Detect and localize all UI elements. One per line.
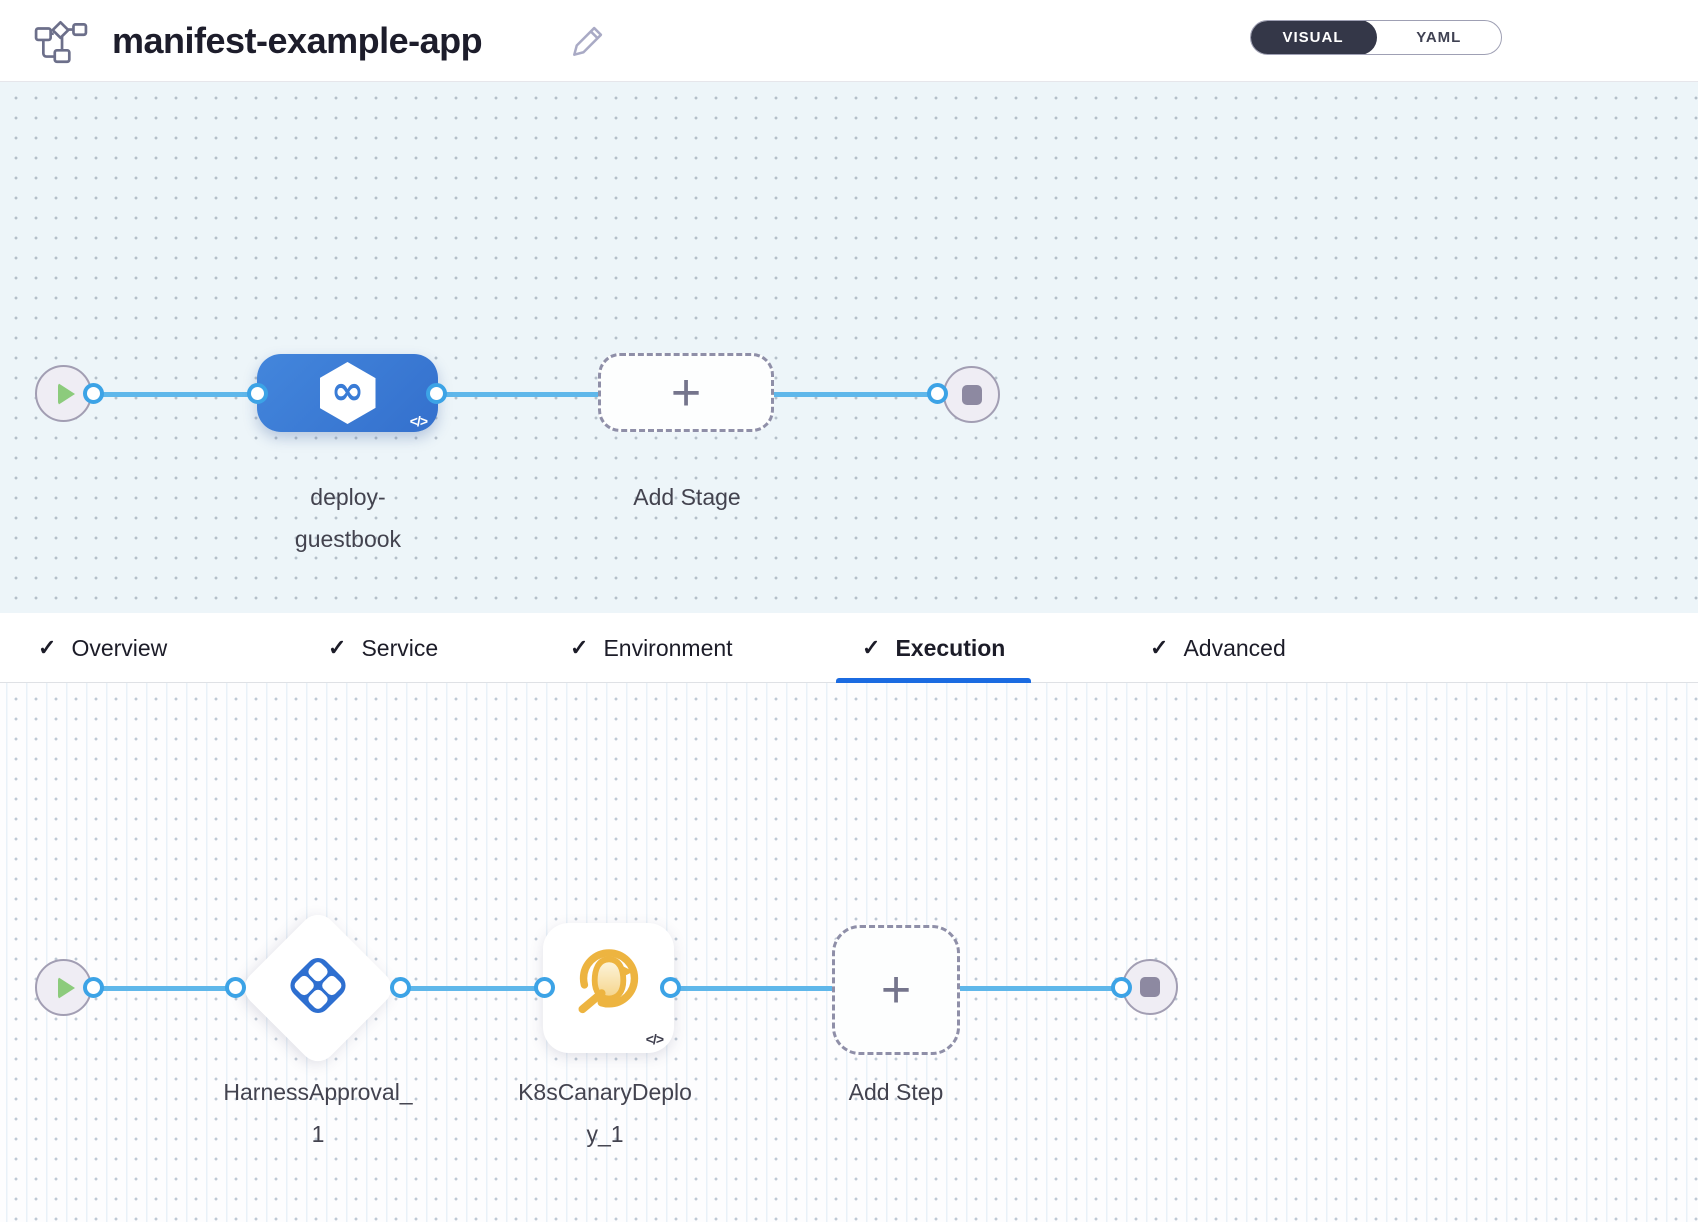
pipeline-start-node [35, 365, 92, 422]
harness-approval-icon [286, 954, 350, 1023]
connector-port[interactable] [83, 383, 104, 404]
tab-execution[interactable]: ✓ Execution [836, 613, 1032, 683]
tab-environment[interactable]: ✓ Environment [544, 613, 759, 683]
stage-config-tabs: ✓ Overview ✓ Service ✓ Environment ✓ Exe… [0, 613, 1698, 683]
visual-toggle-button[interactable]: VISUAL [1251, 21, 1377, 54]
connector-port[interactable] [1111, 977, 1132, 998]
connector-port[interactable] [534, 977, 555, 998]
tab-label: Service [361, 634, 439, 661]
canary-deploy-icon [574, 945, 644, 1020]
tab-service[interactable]: ✓ Service [302, 613, 464, 683]
pipeline-title: manifest-example-app [112, 20, 483, 61]
yaml-toggle-button[interactable]: YAML [1377, 21, 1502, 54]
tab-label: Environment [603, 634, 733, 661]
tab-label: Overview [71, 634, 168, 661]
check-icon: ✓ [570, 635, 589, 660]
connector-port[interactable] [247, 383, 268, 404]
infinity-icon: ∞ [330, 368, 365, 415]
tab-advanced[interactable]: ✓ Advanced [1124, 613, 1312, 683]
check-icon: ✓ [1150, 635, 1169, 660]
stage-label: deploy-guestbook [294, 484, 402, 552]
pipeline-end-node [943, 366, 1000, 423]
connector-port[interactable] [426, 383, 447, 404]
tab-label: Advanced [1183, 634, 1286, 661]
connector-port[interactable] [390, 977, 411, 998]
step-label: HarnessApproval_1 [223, 1079, 413, 1147]
connector-port[interactable] [83, 977, 104, 998]
step-label: K8sCanaryDeploy_1 [518, 1079, 692, 1147]
execution-canvas: </> + HarnessApproval_1 K8sCanaryDeploy_… [0, 683, 1698, 1222]
plus-icon: + [670, 363, 702, 422]
pipeline-icon [34, 20, 88, 64]
play-icon [57, 382, 75, 405]
view-mode-toggle: VISUAL YAML [1250, 20, 1502, 55]
add-stage-button[interactable]: + [598, 353, 774, 432]
step-node-harness-approval[interactable] [237, 907, 399, 1069]
check-icon: ✓ [38, 635, 57, 660]
stop-icon [1140, 977, 1160, 997]
add-stage-label: Add Stage [633, 484, 741, 510]
execution-end-node [1122, 959, 1178, 1015]
stage-canvas: ∞ </> + deploy-guestbook Add Stage [0, 82, 1698, 613]
stop-icon [961, 384, 982, 405]
step-node-k8s-canary-deploy[interactable]: </> [543, 923, 674, 1053]
connector-line [92, 392, 938, 397]
connector-port[interactable] [927, 383, 948, 404]
check-icon: ✓ [328, 635, 347, 660]
plus-icon: + [880, 961, 912, 1019]
add-step-button[interactable]: + [832, 925, 960, 1055]
connector-port[interactable] [660, 977, 681, 998]
code-badge-icon: </> [409, 413, 428, 429]
play-icon [57, 976, 75, 999]
stage-node-deploy-guestbook[interactable]: ∞ </> [257, 354, 438, 432]
check-icon: ✓ [862, 635, 881, 660]
code-badge-icon: </> [645, 1031, 664, 1047]
tab-overview[interactable]: ✓ Overview [12, 613, 193, 683]
header: manifest-example-app VISUAL YAML [0, 0, 1698, 82]
edit-pipeline-icon[interactable] [570, 23, 606, 59]
add-step-label: Add Step [848, 1079, 944, 1105]
tab-label: Execution [895, 634, 1006, 661]
connector-port[interactable] [225, 977, 246, 998]
